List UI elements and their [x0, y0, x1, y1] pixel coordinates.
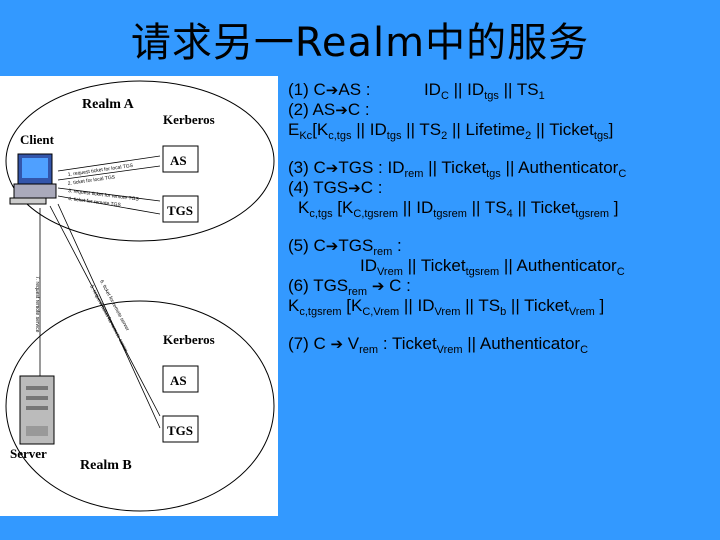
- tgs-a-box: [162, 195, 199, 223]
- kerberos-b-label: Kerberos: [163, 332, 215, 347]
- protocol-steps: (1) C➔AS : IDC || IDtgs || TS1 (2) AS➔C …: [288, 80, 718, 356]
- step-2: (2) AS➔C :: [288, 100, 370, 119]
- msg7-label: 7. request remote service: [34, 276, 40, 333]
- as-a-label: AS: [170, 153, 187, 168]
- step-4: (4) TGS➔C :: [288, 178, 383, 197]
- step-6: (6) TGSrem ➔ C :: [288, 276, 411, 298]
- step-3: (3) C➔TGS : IDrem || Tickettgs || Authen…: [288, 158, 627, 180]
- step-2-message: EKc[Kc,tgs || IDtgs || TS2 || Lifetime2 …: [288, 120, 614, 142]
- as-b-box: [162, 365, 199, 393]
- step-5: (5) C➔TGSrem :: [288, 236, 402, 258]
- step-4-message: Kc,tgs [KC,tgsrem || IDtgsrem || TS4 || …: [298, 198, 619, 220]
- client-computer-icon: [9, 153, 57, 205]
- step-6-message: Kc,tgsrem [KC,Vrem || IDVrem || TSb || T…: [288, 296, 605, 318]
- page-title: 请求另一Realm中的服务: [130, 20, 590, 66]
- tgs-a-label: TGS: [167, 203, 193, 218]
- realm-a-label: Realm A: [82, 97, 135, 112]
- as-b-label: AS: [170, 373, 187, 388]
- tgs-b-label: TGS: [167, 423, 193, 438]
- step-5-message: IDVrem || Tickettgsrem || AuthenticatorC: [360, 256, 625, 278]
- server-icon: [19, 375, 55, 445]
- step-7: (7) C ➔ Vrem : TicketVrem || Authenticat…: [288, 334, 589, 356]
- realm-a-boundary: [5, 80, 275, 242]
- kerberos-a-label: Kerberos: [163, 112, 215, 127]
- kerberos-realm-diagram: Realm A Kerberos Client AS TGS 1. reques…: [0, 76, 278, 516]
- diagram-svg: Realm A Kerberos Client AS TGS 1. reques…: [5, 80, 275, 512]
- server-label: Server: [10, 446, 47, 461]
- realm-b-boundary: [5, 300, 275, 512]
- tgs-b-box: [162, 415, 199, 443]
- realm-b-label: Realm B: [80, 458, 132, 473]
- client-label: Client: [20, 132, 55, 147]
- as-a-box: [162, 145, 199, 173]
- step-1: (1) C➔AS : IDC || IDtgs || TS1: [288, 80, 545, 102]
